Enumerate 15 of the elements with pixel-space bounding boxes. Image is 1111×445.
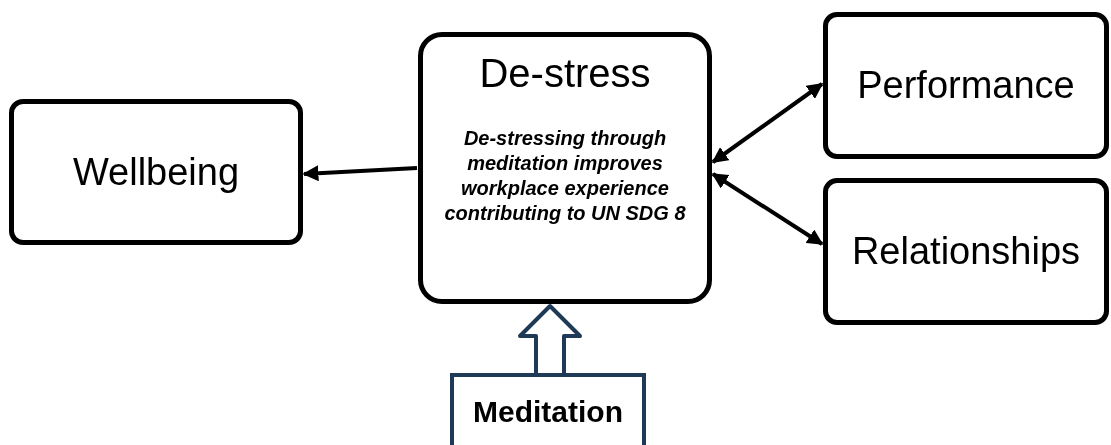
callout-box	[450, 373, 646, 445]
node-title: De-stress	[479, 51, 651, 96]
process-box	[823, 12, 1109, 159]
arrow	[302, 165, 418, 182]
block-arrow	[518, 304, 582, 375]
node-title: Relationships	[851, 230, 1081, 273]
process-box	[9, 99, 303, 245]
node-title: Wellbeing	[72, 150, 240, 194]
node-title: Meditation	[473, 395, 623, 429]
process-box	[823, 178, 1109, 325]
node-title: Performance	[857, 64, 1075, 107]
arrow	[711, 172, 824, 246]
arrow	[711, 82, 824, 164]
node-description: De-stressing through meditation improves workplace experience contributing to UN SDG 8	[443, 126, 687, 226]
process-box	[418, 32, 712, 304]
